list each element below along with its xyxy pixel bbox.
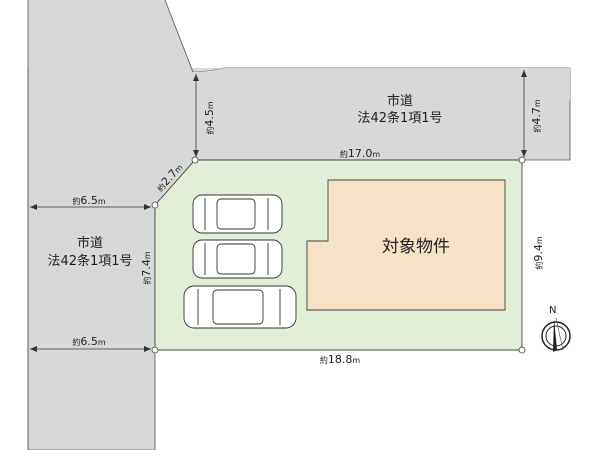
dim-left-road-lower: 約6.5m bbox=[72, 335, 106, 348]
car-2 bbox=[192, 239, 283, 279]
dim-top-road-right: 約4.7m bbox=[530, 99, 543, 133]
dim-top-road-left: 約4.5m bbox=[203, 101, 216, 135]
dim-lot-left: 約7.4m bbox=[140, 251, 153, 285]
top-road-law: 法42条1項1号 bbox=[357, 110, 442, 126]
left-road-law: 法42条1項1号 bbox=[47, 253, 132, 269]
boundary-points bbox=[151, 156, 526, 354]
dim-lot-bottom: 約18.8m bbox=[320, 353, 361, 366]
left-road-top bbox=[28, 0, 192, 68]
car-1 bbox=[192, 194, 283, 234]
compass-icon: N bbox=[541, 305, 571, 352]
car-3 bbox=[183, 285, 297, 329]
dim-lot-right: 約9.4m bbox=[532, 236, 545, 270]
dim-left-road-upper: 約6.5m bbox=[72, 194, 106, 207]
top-road-name: 市道 bbox=[387, 93, 413, 109]
building bbox=[306, 179, 506, 311]
building-label: 対象物件 bbox=[382, 237, 450, 257]
dimension-lines bbox=[30, 70, 527, 352]
left-road-name: 市道 bbox=[77, 235, 103, 251]
top-road-fill bbox=[193, 68, 570, 100]
dim-lot-top: 約17.0m bbox=[340, 147, 381, 160]
compass-north-label: N bbox=[549, 305, 556, 316]
